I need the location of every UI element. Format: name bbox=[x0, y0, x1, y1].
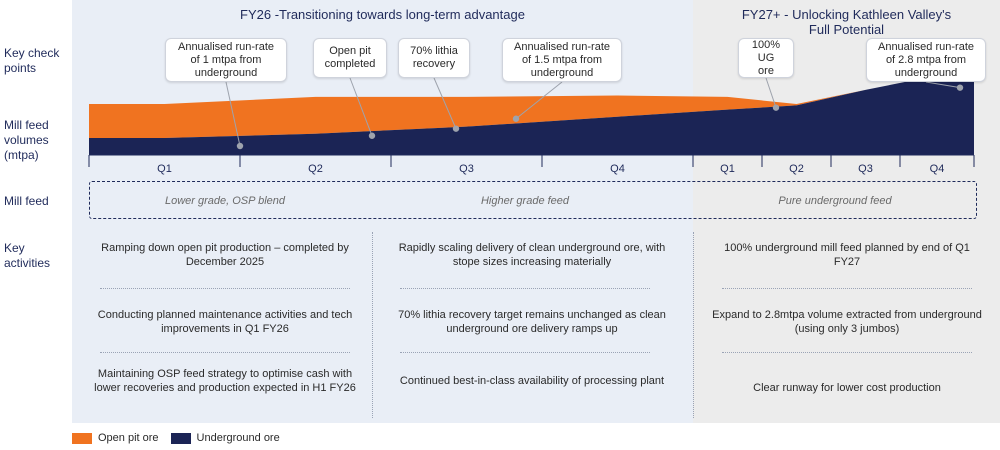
callout-1-5mtpa: Annualised run-rate of 1.5 mtpa from und… bbox=[502, 38, 622, 82]
quarter-label: Q1 bbox=[157, 163, 172, 175]
divider bbox=[100, 352, 350, 353]
legend-open-pit: Open pit ore bbox=[72, 432, 159, 444]
legend-swatch-open-pit bbox=[72, 432, 92, 444]
mill-feed-box bbox=[89, 181, 977, 219]
activity-item: Rapidly scaling delivery of clean underg… bbox=[398, 242, 666, 268]
quarter-label: Q2 bbox=[308, 163, 323, 175]
quarter-label: Q1 bbox=[720, 163, 735, 175]
activity-item: Ramping down open pit production – compl… bbox=[101, 242, 349, 268]
quarter-label: Q4 bbox=[610, 163, 625, 175]
mill-feed-label: Mill feed bbox=[4, 194, 49, 208]
callout-100-ug: 100% UG ore bbox=[738, 38, 794, 78]
activity-column-divider bbox=[372, 232, 373, 418]
callout-marker bbox=[452, 125, 460, 132]
mill-feed-volumes-label: Mill feed volumes (mtpa) bbox=[4, 118, 49, 162]
callout-2-8mtpa: Annualised run-rate of 2.8 mtpa from und… bbox=[866, 38, 986, 82]
feed-pure-underground: Pure underground feed bbox=[778, 195, 892, 207]
divider bbox=[722, 288, 972, 289]
activity-item: 100% underground mill feed planned by en… bbox=[724, 242, 970, 268]
legend: Open pit ore Underground ore bbox=[72, 432, 292, 444]
callout-marker bbox=[512, 115, 520, 122]
quarter-label: Q3 bbox=[858, 163, 873, 175]
legend-swatch-underground bbox=[170, 432, 191, 444]
callout-marker bbox=[956, 84, 964, 91]
quarter-label: Q3 bbox=[459, 163, 474, 175]
callout-leader-line bbox=[925, 81, 961, 89]
callout-marker bbox=[772, 104, 780, 111]
callout-marker bbox=[368, 132, 376, 139]
callout-lithia: 70% lithia recovery bbox=[398, 38, 470, 78]
activity-item: Continued best-in-class availability of … bbox=[399, 375, 665, 387]
feed-lower-grade: Lower grade, OSP blend bbox=[164, 195, 286, 207]
underground-area bbox=[89, 75, 974, 155]
callout-leader-line bbox=[349, 77, 373, 136]
key-activities-label: Key activities bbox=[4, 241, 51, 270]
activity-item: 70% lithia recovery target remains uncha… bbox=[398, 309, 666, 335]
divider bbox=[400, 352, 650, 353]
key-check-points-label: Key check points bbox=[4, 46, 60, 75]
activity-item: Clear runway for lower cost production bbox=[753, 382, 941, 394]
activity-item: Expand to 2.8mtpa volume extracted from … bbox=[712, 309, 982, 335]
quarter-label: Q4 bbox=[930, 163, 945, 175]
divider bbox=[100, 288, 350, 289]
callout-leader-line bbox=[433, 77, 457, 129]
fy26-title: FY26 -Transitioning towards long-term ad… bbox=[240, 7, 525, 22]
callout-leader-line bbox=[515, 81, 563, 120]
feed-higher-grade: Higher grade feed bbox=[480, 195, 570, 207]
callout-leader-line bbox=[765, 77, 777, 108]
quarter-label: Q2 bbox=[789, 163, 804, 175]
activity-item: Conducting planned maintenance activitie… bbox=[97, 309, 353, 335]
callout-open-pit: Open pit completed bbox=[313, 38, 387, 78]
legend-underground: Underground ore bbox=[170, 432, 280, 444]
callout-1mtpa: Annualised run-rate of 1 mtpa from under… bbox=[165, 38, 287, 82]
callout-marker bbox=[236, 142, 244, 150]
activity-item: Maintaining OSP feed strategy to optimis… bbox=[94, 368, 356, 394]
fy27-title: FY27+ - Unlocking Kathleen Valley's Full… bbox=[741, 7, 952, 37]
divider bbox=[722, 352, 972, 353]
activity-column-divider bbox=[693, 232, 694, 418]
callout-leader-line bbox=[225, 81, 241, 147]
divider bbox=[400, 288, 650, 289]
